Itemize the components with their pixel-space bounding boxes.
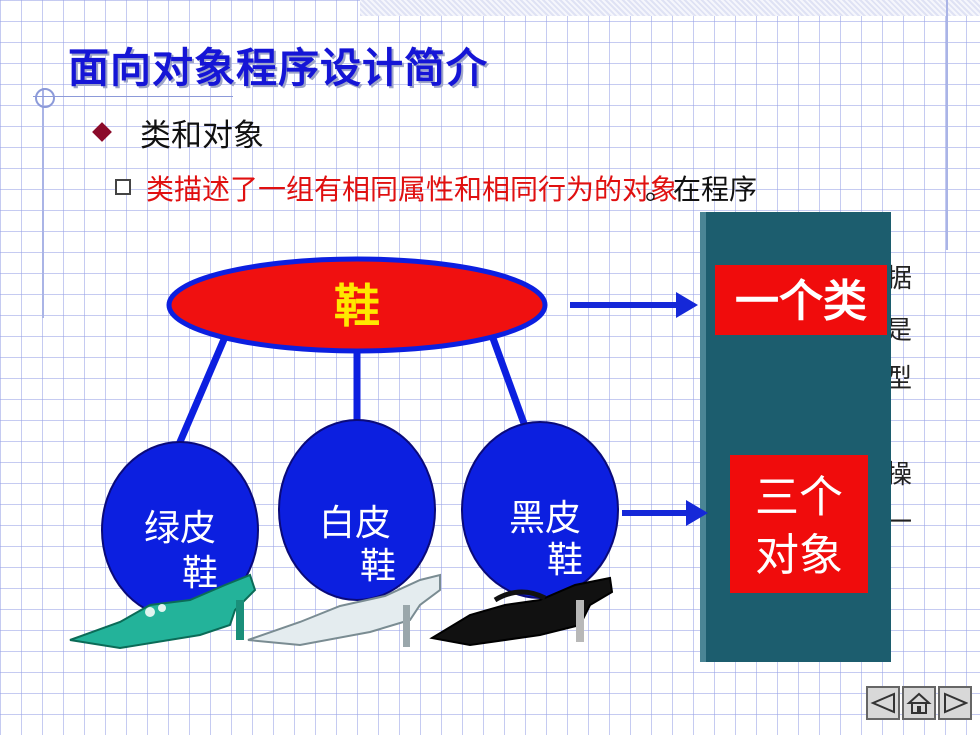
slide-title: 面向对象程序设计简介: [68, 44, 488, 92]
connector-line: [486, 328, 534, 442]
square-bullet-icon: [115, 179, 131, 195]
object-label-line1: 黑皮: [509, 498, 581, 539]
right-guide-line: [946, 0, 948, 250]
class-label: 鞋: [334, 279, 380, 333]
panel-edge: [700, 212, 706, 662]
class-ellipse: [166, 256, 548, 354]
prev-icon: [870, 692, 895, 714]
sub-bullet-definition: 类描述了一组有相同属性和相同行为的对象: [146, 173, 679, 206]
objects-box-line1: 三个: [755, 472, 843, 523]
objects-box-line2: 对象: [755, 530, 843, 581]
prev-slide-button[interactable]: [866, 686, 900, 720]
object-label-line2: 鞋: [360, 546, 396, 587]
black-shoe-icon: [429, 576, 614, 647]
green-shoe-icon: [69, 573, 257, 650]
arrow-to-class-icon: [570, 292, 698, 318]
home-button[interactable]: [902, 686, 936, 720]
bullet-text: 类和对象: [140, 118, 264, 154]
next-slide-button[interactable]: [938, 686, 972, 720]
arrow-to-objects-icon: [622, 500, 708, 526]
object-label-line1: 白皮: [319, 503, 391, 544]
crosshair-ring: [35, 88, 55, 108]
crosshair-line: [33, 96, 233, 97]
sub-bullet-continuation: 。在程序: [645, 173, 758, 206]
object-label-line2: 鞋: [547, 540, 583, 581]
class-box-label: 一个类: [735, 276, 867, 327]
header-pattern-band: [360, 0, 980, 16]
class-box: [715, 265, 887, 335]
next-icon: [944, 692, 968, 714]
object-label-line1: 绿皮: [144, 508, 216, 549]
objects-box: [730, 455, 868, 593]
object-label-line2: 鞋: [182, 553, 218, 594]
slide-navigation: [866, 686, 972, 720]
object-oval-white: [278, 419, 436, 601]
left-guide-line: [42, 88, 44, 318]
home-icon: [906, 692, 932, 714]
white-shoe-icon: [247, 573, 441, 647]
